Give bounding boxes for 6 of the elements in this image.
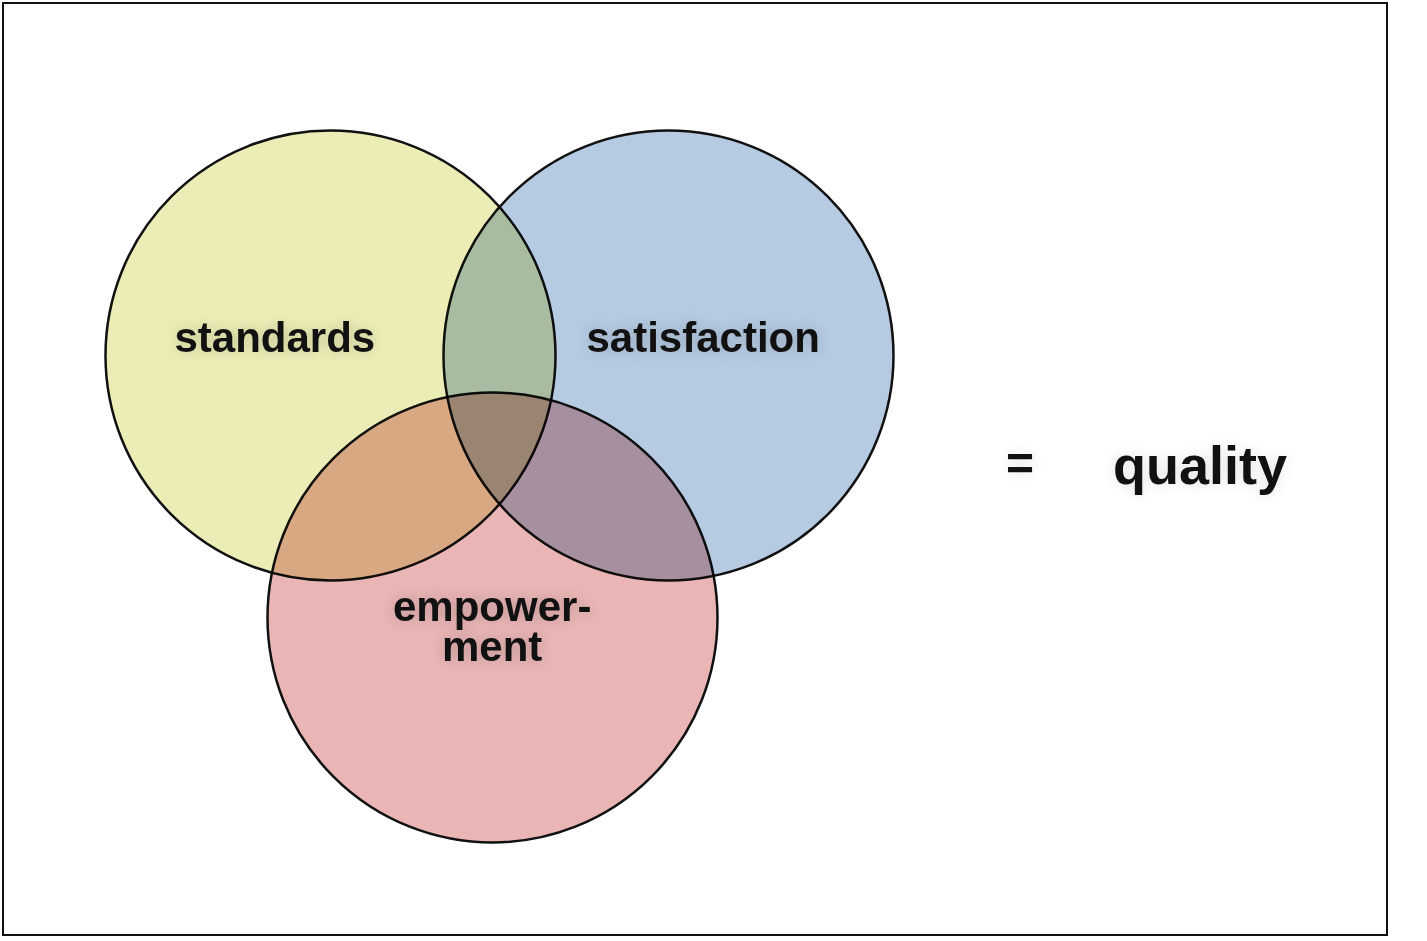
equals-sign: =	[1006, 435, 1035, 491]
circle-label: satisfaction	[586, 318, 820, 358]
circle-label: empower- ment	[393, 587, 592, 667]
venn-circle	[265, 390, 719, 844]
circle-label: standards	[174, 318, 376, 358]
result-label: quality	[1113, 434, 1288, 496]
